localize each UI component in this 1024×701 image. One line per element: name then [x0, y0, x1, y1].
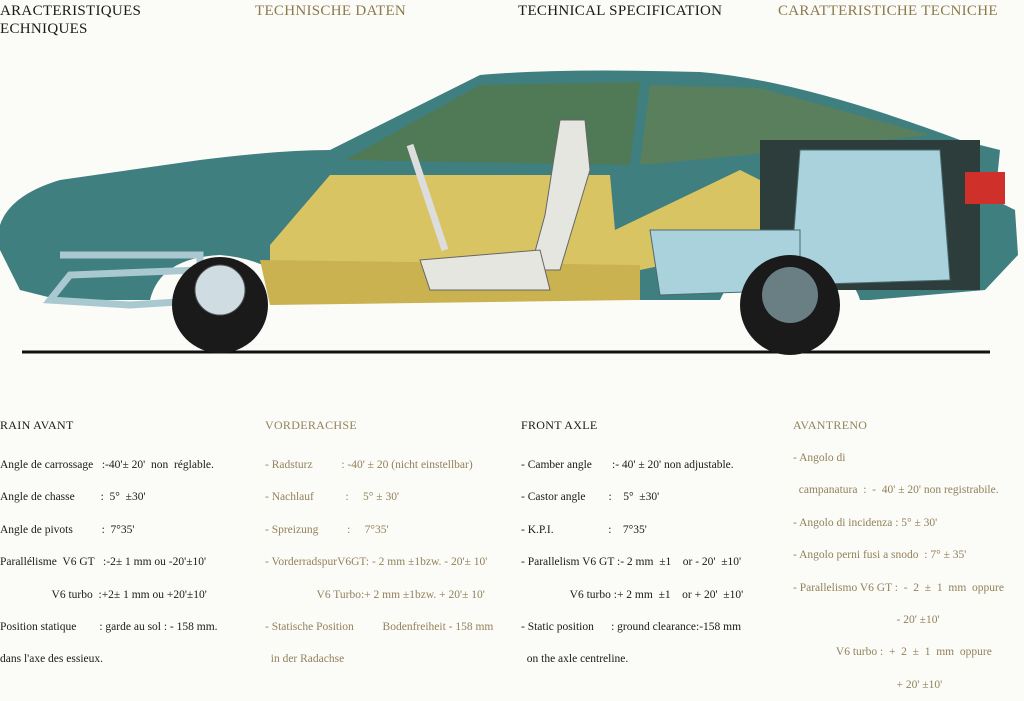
spec-line: Parallélisme V6 GT :-2± 1 mm ou -20'±10' [0, 556, 207, 569]
spec-line: campanatura : - 40' ± 20' non registrabi… [793, 484, 999, 497]
front-suspension [43, 251, 211, 309]
spec-line: - Spreizung : 7°35' [265, 523, 389, 536]
spec-line: - Parallelism V6 GT :- 2 mm ±1 or - 20' … [521, 556, 742, 569]
spec-line: Angle de pivots : 7°35' [0, 523, 135, 536]
header-english: TECHNICAL SPECIFICATION [518, 3, 723, 19]
rear-wheel [740, 255, 840, 355]
seat [529, 119, 591, 271]
spec-column-english: FRONT AXLE - Camber angle :- 40' ± 20' n… [521, 398, 743, 676]
rear-window [640, 85, 930, 165]
header-french-line2: ECHNIQUES [0, 21, 88, 37]
spec-line: on the axle centreline. [521, 653, 629, 666]
spec-line: - 20' ±10' [793, 613, 940, 626]
car-cutaway-illustration [0, 70, 1018, 355]
steering-column [406, 143, 449, 252]
header-french: ARACTERISTIQUES ECHNIQUES [0, 2, 141, 38]
header-french-line1: ARACTERISTIQUES [0, 3, 142, 19]
spec-column-german: VORDERACHSE - Radsturz : -40' ± 20 (nich… [265, 398, 493, 676]
spec-line: - Parallelismo V6 GT : - 2 ± 1 mm oppure [793, 581, 1004, 594]
spec-line: - Static position : ground clearance:-15… [521, 620, 742, 633]
spec-line: - VorderradspurV6GT: - 2 mm ±1bzw. - 20'… [265, 556, 488, 569]
header-italian: CARATTERISTICHE TECNICHE [778, 3, 998, 19]
section-title: RAIN AVANT [0, 417, 74, 432]
spec-line: - Nachlauf : 5° ± 30' [265, 491, 400, 504]
spec-line: - Castor angle : 5° ±30' [521, 491, 660, 504]
header-german: TECHNISCHE DATEN [255, 3, 407, 19]
spec-line: - Radsturz : -40' ± 20 (nicht einstellba… [265, 458, 473, 471]
spec-line: - Angolo di incidenza : 5° ± 30' [793, 516, 938, 529]
spec-line: dans l'axe des essieux. [0, 653, 103, 666]
spec-line: V6 turbo : + 2 ± 1 mm oppure [793, 646, 992, 659]
spec-line: - Angolo di [793, 451, 846, 464]
section-title: AVANTRENO [793, 417, 868, 432]
spec-line: - Statische Position Bodenfreiheit - 158… [265, 620, 494, 633]
spec-line: - Angolo perni fusi a snodo : 7° ± 35' [793, 549, 967, 562]
spec-line: Position statique : garde au sol : - 158… [0, 620, 218, 633]
spec-line: Angle de chasse : 5° ±30' [0, 491, 146, 504]
spec-line: + 20' ±10' [793, 678, 943, 691]
front-wheel [172, 257, 268, 353]
tail-light [965, 172, 1005, 204]
spec-line: in der Radachse [265, 653, 345, 666]
spec-line: - K.P.I. : 7°35' [521, 523, 647, 536]
spec-column-italian: AVANTRENO - Angolo di campanatura : - 40… [793, 398, 1004, 701]
seat-base [419, 249, 551, 291]
spec-line: Angle de carrossage :-40'± 20' non régla… [0, 458, 214, 471]
section-title: VORDERACHSE [265, 417, 357, 432]
spec-line: V6 turbo :+2± 1 mm ou +20'±10' [0, 588, 207, 601]
spec-line: - Camber angle :- 40' ± 20' non adjustab… [521, 458, 734, 471]
spec-line: V6 turbo :+ 2 mm ±1 or + 20' ±10' [521, 588, 744, 601]
spec-column-french: RAIN AVANT Angle de carrossage :-40'± 20… [0, 398, 218, 676]
spec-line: V6 Turbo:+ 2 mm ±1bzw. + 20'± 10' [265, 588, 485, 601]
section-title: FRONT AXLE [521, 417, 598, 432]
